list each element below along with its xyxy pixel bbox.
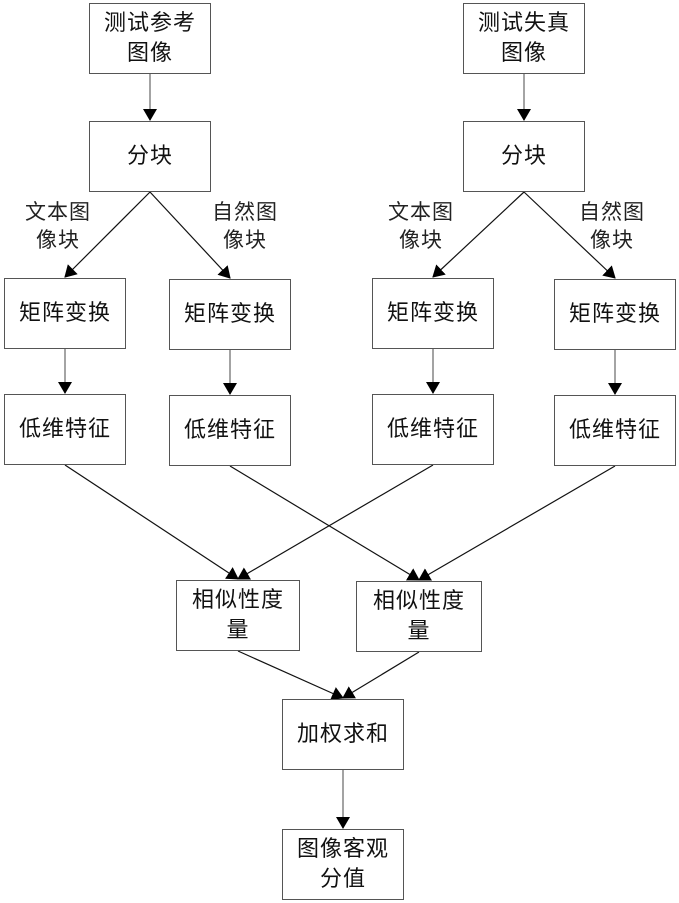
node-line: 图像 bbox=[478, 39, 570, 69]
node-objective-score: 图像客观分值 bbox=[282, 829, 404, 900]
edge-label-natural-block-right: 自然图 像块 bbox=[572, 198, 652, 254]
node-line: 图像 bbox=[104, 39, 196, 69]
label-line: 自然图 bbox=[212, 200, 278, 224]
node-line: 矩阵变换 bbox=[184, 300, 276, 330]
node-line: 测试参考 bbox=[104, 9, 196, 39]
node-line: 矩阵变换 bbox=[569, 300, 661, 330]
label-line: 像块 bbox=[36, 228, 80, 252]
edge-arrow-similarity_right-to-weighted_sum bbox=[343, 652, 419, 698]
node-line: 低维特征 bbox=[387, 415, 479, 445]
node-weighted-sum: 加权求和 bbox=[282, 699, 404, 770]
node-line: 相似性度 bbox=[192, 586, 284, 616]
node-line: 相似性度 bbox=[373, 587, 465, 617]
node-line: 加权求和 bbox=[297, 720, 389, 750]
node-line: 矩阵变换 bbox=[19, 299, 111, 329]
node-transform-l1: 矩阵变换 bbox=[4, 278, 126, 349]
node-block-right: 分块 bbox=[463, 121, 585, 192]
node-line: 低维特征 bbox=[569, 416, 661, 446]
node-line: 分块 bbox=[501, 142, 547, 172]
node-ref-image: 测试参考图像 bbox=[89, 3, 211, 74]
node-line: 分块 bbox=[127, 142, 173, 172]
edge-label-text-block-right: 文本图 像块 bbox=[381, 198, 461, 254]
node-block-left: 分块 bbox=[89, 121, 211, 192]
node-feature-l2: 低维特征 bbox=[169, 395, 291, 466]
edge-arrow-similarity_left-to-weighted_sum bbox=[238, 651, 343, 698]
label-line: 像块 bbox=[223, 228, 267, 252]
edge-arrow-feature_l1-to-similarity_left bbox=[65, 465, 238, 579]
label-line: 像块 bbox=[590, 228, 634, 252]
label-line: 文本图 bbox=[388, 200, 454, 224]
node-line: 量 bbox=[192, 616, 284, 646]
node-feature-r1: 低维特征 bbox=[372, 394, 494, 465]
label-line: 自然图 bbox=[579, 200, 645, 224]
node-transform-r1: 矩阵变换 bbox=[372, 278, 494, 349]
edge-label-natural-block-left: 自然图 像块 bbox=[205, 198, 285, 254]
node-feature-r2: 低维特征 bbox=[554, 395, 676, 466]
node-line: 矩阵变换 bbox=[387, 299, 479, 329]
label-line: 像块 bbox=[399, 228, 443, 252]
node-line: 图像客观 bbox=[297, 835, 389, 865]
node-line: 测试失真 bbox=[478, 9, 570, 39]
node-transform-l2: 矩阵变换 bbox=[169, 279, 291, 350]
node-similarity-right: 相似性度量 bbox=[356, 581, 482, 652]
node-line: 分值 bbox=[297, 865, 389, 895]
edge-arrow-feature_l2-to-similarity_right bbox=[230, 466, 419, 580]
label-line: 文本图 bbox=[25, 200, 91, 224]
node-line: 低维特征 bbox=[184, 416, 276, 446]
node-line: 量 bbox=[373, 617, 465, 647]
node-feature-l1: 低维特征 bbox=[4, 394, 126, 465]
edge-arrow-feature_r2-to-similarity_right bbox=[419, 466, 615, 580]
node-similarity-left: 相似性度量 bbox=[176, 580, 300, 651]
edge-label-text-block-left: 文本图 像块 bbox=[18, 198, 98, 254]
edge-arrow-feature_r1-to-similarity_left bbox=[238, 465, 433, 579]
node-transform-r2: 矩阵变换 bbox=[554, 279, 676, 350]
node-line: 低维特征 bbox=[19, 415, 111, 445]
node-dist-image: 测试失真图像 bbox=[463, 3, 585, 74]
